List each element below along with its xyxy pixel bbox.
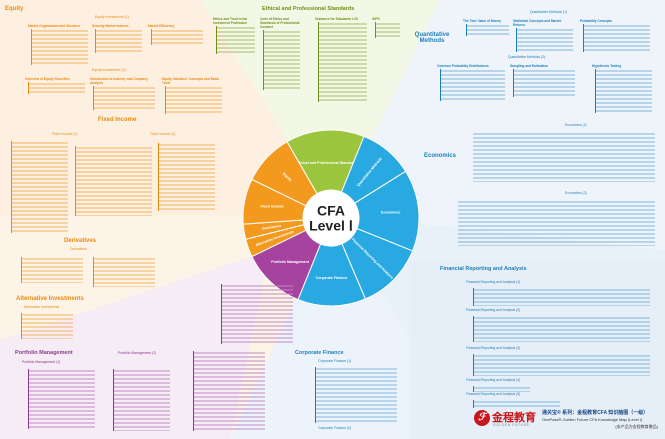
derivatives-topics <box>18 256 83 283</box>
derivatives-title: Derivatives <box>64 238 97 244</box>
quant-part2: Quantitative Methods (2) <box>508 55 546 59</box>
quant-topic: Sampling and Estimation <box>510 64 575 97</box>
derivatives-sub: Derivatives <box>70 247 87 251</box>
map-title-cn: 通关宝® 系列：金程教育CFA 知识脑图（一级） <box>542 410 649 416</box>
fra-topics <box>470 399 560 408</box>
equity-topic: Market Efficiency <box>148 24 203 45</box>
ethics-topic: Guidance for Standards I-VII <box>315 17 367 102</box>
corporate-title: Corporate Finance <box>295 350 344 356</box>
wheel-label-derivatives: Derivatives <box>262 224 282 231</box>
quant-topic: Hypothesis Testing <box>592 64 652 113</box>
quant-topic: The Time Value of Money <box>463 19 509 36</box>
derivatives-topics <box>90 256 155 287</box>
portfolio-topics <box>218 283 293 344</box>
alternative-title: Alternative Investments <box>16 296 84 302</box>
fra-topics <box>470 353 650 376</box>
golden-future-logo: ℱ 金程教育 GOLDEN FUTURE 通关宝® 系列：金程教育CFA 知识脑… <box>474 408 660 436</box>
logo-emblem-icon: ℱ <box>474 410 490 426</box>
economics-part1: Economics (1) <box>565 123 587 127</box>
ethics-topic: Code of Ethics and Standards of Professi… <box>260 17 300 90</box>
quant-title: Quantitative Methods <box>414 32 450 44</box>
equity-topic: Market Organization and Structure <box>28 24 88 65</box>
portfolio-topics <box>190 350 265 431</box>
equity-topic: Introduction to Industry and Company Ana… <box>90 77 155 110</box>
fixed-income-part2: Fixed Income (2) <box>150 132 176 136</box>
equity-part1: Equity Investments (1) <box>95 15 129 19</box>
fra-part: Financial Reporting and Analysis (2) <box>466 308 521 312</box>
map-title-en: OnePass®-Golden Future CFA Knowledge Map… <box>542 417 643 422</box>
fra-title: Financial Reporting and Analysis <box>440 266 527 272</box>
portfolio-topics <box>25 368 95 429</box>
wheel-label-ethics: Ethical and Professional Standards <box>297 161 357 165</box>
fra-topics <box>470 287 650 306</box>
alternative-sub: Alternative Investments <box>24 305 60 309</box>
fra-part: Financial Reporting and Analysis (1) <box>466 280 521 284</box>
corporate-part2: Corporate Finance (2) <box>318 426 352 430</box>
fra-part: Financial Reporting and Analysis (3) <box>466 346 521 350</box>
equity-topic: Security Market Indexes <box>92 24 142 53</box>
fra-topics <box>470 315 650 342</box>
wheel-label-economics: Economics <box>381 211 400 215</box>
logo-en-name: GOLDEN FUTURE <box>493 423 530 427</box>
fixed-income-part1: Fixed Income (1) <box>52 132 78 136</box>
portfolio-part1: Portfolio Management (1) <box>22 360 61 364</box>
quant-topic: Statistical Concepts and Market Returns <box>513 19 573 52</box>
economics-topics-2 <box>455 199 655 249</box>
fra-part: Financial Reporting and Analysis (5) <box>466 392 521 396</box>
wheel-center-line1: CFA <box>317 203 345 219</box>
wheel-label-corporate: Corporate Finance <box>316 276 348 280</box>
wheel-center-line2: Level Ⅰ <box>309 218 353 234</box>
ethics-topic: GIPS <box>372 17 400 38</box>
fixed-income-topics <box>155 142 215 211</box>
portfolio-part2: Portfolio Management (2) <box>118 351 157 355</box>
wheel-label-fixed-income: Fixed Income <box>261 205 284 209</box>
economics-part2: Economics (2) <box>565 191 587 195</box>
fra-topics <box>470 385 530 392</box>
alternative-topics <box>18 312 73 339</box>
wheel-center <box>303 190 359 246</box>
equity-part2: Equity Investments (2) <box>92 68 126 72</box>
map-note: (本产品为金程教育赠品) <box>615 424 658 429</box>
wheel-label-portfolio: Portfolio Management <box>271 260 310 264</box>
equity-topic: Equity Valuation: Concepts and Basic Too… <box>162 77 222 114</box>
quant-part1: Quantitative Methods (1) <box>530 10 568 14</box>
corporate-part1: Corporate Finance (1) <box>318 359 352 363</box>
portfolio-title: Portfolio Management <box>15 350 73 356</box>
logo-cn-name: 金程教育 <box>492 412 536 424</box>
fra-part: Financial Reporting and Analysis (4) <box>466 378 521 382</box>
equity-topic: Overview of Equity Securities <box>25 77 85 94</box>
quant-topic: Probability Concepts <box>580 19 650 52</box>
wheel-label-equity: Equity <box>282 172 293 182</box>
ethics-title: Ethical and Professional Standards <box>262 6 355 12</box>
economics-topics-1 <box>470 131 655 185</box>
ethics-topic: Ethics and Trust in the Investment Profe… <box>213 17 255 54</box>
fixed-income-topics <box>72 145 152 216</box>
equity-title: Equity <box>5 6 24 12</box>
portfolio-topics <box>110 368 170 431</box>
fixed-income-topics <box>8 140 68 233</box>
economics-title: Economics <box>424 153 457 159</box>
quant-topic: Common Probability Distributions <box>437 64 505 101</box>
corporate-topics <box>312 366 397 423</box>
fixed-income-title: Fixed Income <box>98 117 137 123</box>
